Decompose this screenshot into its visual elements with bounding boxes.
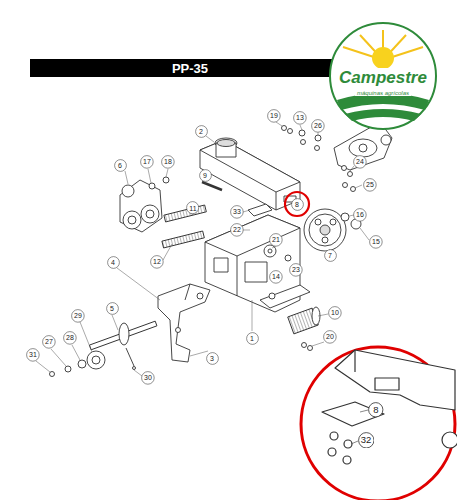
highlight-ring bbox=[285, 192, 309, 216]
callout-circle: 31 bbox=[26, 348, 40, 362]
callout-circle: 33 bbox=[230, 205, 244, 219]
callout-number: 19 bbox=[270, 112, 278, 119]
callout-circle: 8 bbox=[291, 198, 304, 211]
callout-number: 15 bbox=[372, 238, 380, 245]
callout-circle: 3 bbox=[206, 352, 219, 365]
callout-number: 10 bbox=[331, 309, 339, 316]
callout-circle: 20 bbox=[323, 330, 337, 344]
callout-circle: 12 bbox=[150, 255, 164, 269]
leader-lines bbox=[36, 122, 369, 376]
callout-circle: 10 bbox=[328, 306, 342, 320]
callout-circle: 26 bbox=[311, 119, 325, 133]
callout-number: 9 bbox=[203, 172, 207, 179]
callout-circle: 17 bbox=[140, 155, 154, 169]
callout-number: 32 bbox=[361, 435, 372, 445]
callout-circle: 24 bbox=[353, 155, 367, 169]
callout-number: 8 bbox=[295, 201, 299, 208]
callout-circle: 8 bbox=[368, 402, 384, 418]
detail-inset bbox=[301, 347, 457, 500]
callout-circle: 30 bbox=[141, 371, 155, 385]
callout-number: 29 bbox=[74, 312, 82, 319]
callout-circle: 25 bbox=[363, 178, 377, 192]
callout-number: 2 bbox=[199, 128, 203, 135]
callout-number: 11 bbox=[189, 205, 196, 212]
callout-circle: 2 bbox=[195, 125, 208, 138]
main-frame bbox=[205, 215, 310, 312]
callout-circle: 6 bbox=[114, 159, 127, 172]
callout-circle: 18 bbox=[161, 155, 175, 169]
callout-number: 3 bbox=[210, 355, 214, 362]
callout-number: 26 bbox=[314, 122, 322, 129]
callout-number: 23 bbox=[292, 266, 300, 273]
callout-number: 5 bbox=[110, 305, 114, 312]
callout-number: 31 bbox=[29, 351, 37, 358]
callout-circle: 19 bbox=[267, 109, 281, 123]
callout-circle: 22 bbox=[230, 223, 244, 237]
arm-bracket bbox=[158, 284, 210, 362]
callout-number: 21 bbox=[272, 236, 280, 243]
callout-circle: 13 bbox=[293, 111, 307, 125]
callout-number: 14 bbox=[272, 273, 280, 280]
callout-number: 22 bbox=[233, 226, 241, 233]
callout-number: 8 bbox=[373, 405, 378, 415]
callout-number: 4 bbox=[111, 259, 115, 266]
callout-circle: 14 bbox=[269, 270, 283, 284]
callout-number: 17 bbox=[143, 158, 151, 165]
callout-circle: 5 bbox=[106, 302, 119, 315]
callout-circle: 4 bbox=[107, 256, 120, 269]
logo-name: Campestre bbox=[337, 68, 429, 88]
pulley bbox=[304, 209, 361, 251]
title: PP-35 bbox=[172, 61, 208, 76]
callout-circle: 27 bbox=[42, 335, 56, 349]
logo-tagline: máquinas agrícolas bbox=[355, 90, 411, 96]
gearbox bbox=[120, 177, 169, 232]
callout-number: 28 bbox=[66, 334, 74, 341]
callout-number: 24 bbox=[356, 158, 364, 165]
callout-circle: 9 bbox=[199, 169, 212, 182]
callout-number: 6 bbox=[118, 162, 122, 169]
shaft-assembly bbox=[50, 321, 157, 376]
callout-circle: 28 bbox=[63, 331, 77, 345]
company-logo bbox=[330, 23, 436, 129]
motor bbox=[288, 307, 320, 351]
callout-number: 27 bbox=[45, 338, 53, 345]
callout-circle: 16 bbox=[353, 208, 367, 222]
title-bar bbox=[30, 59, 360, 77]
callout-circle: 23 bbox=[289, 263, 303, 277]
callout-circle: 7 bbox=[324, 249, 337, 262]
callout-circle: 29 bbox=[71, 309, 85, 323]
callout-number: 1 bbox=[250, 335, 254, 342]
callout-number: 18 bbox=[164, 158, 172, 165]
callout-number: 30 bbox=[144, 374, 152, 381]
callout-circle: 32 bbox=[358, 432, 375, 449]
callout-circle: 11 bbox=[186, 201, 199, 214]
callout-number: 16 bbox=[356, 211, 364, 218]
callout-circle: 1 bbox=[246, 332, 259, 345]
callout-circle: 21 bbox=[269, 233, 283, 247]
callout-number: 25 bbox=[366, 181, 374, 188]
callout-number: 12 bbox=[153, 258, 161, 265]
callout-number: 20 bbox=[326, 333, 334, 340]
callout-number: 13 bbox=[296, 114, 304, 121]
callout-circle: 15 bbox=[369, 235, 383, 249]
callout-number: 33 bbox=[233, 208, 241, 215]
callout-number: 7 bbox=[328, 252, 332, 259]
